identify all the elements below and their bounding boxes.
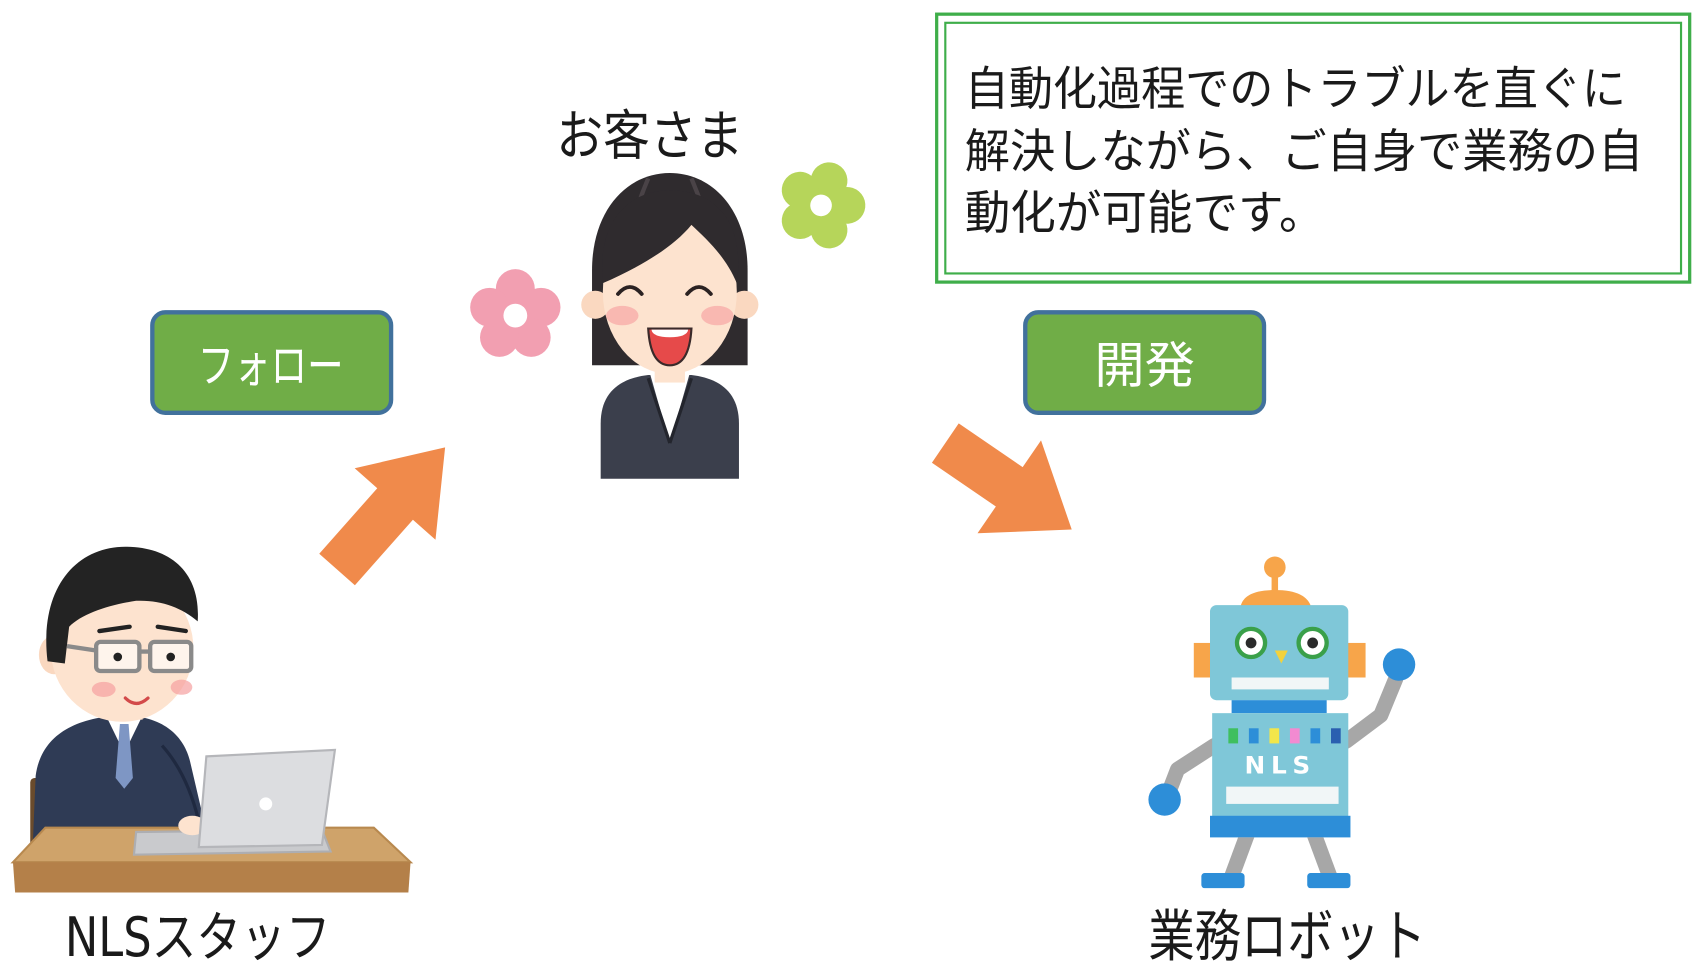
robot-chest-panel bbox=[1226, 786, 1339, 804]
follow-box-label: フォロー bbox=[198, 340, 344, 395]
customer-cheek-right bbox=[701, 305, 734, 326]
robot-hand-right bbox=[1382, 648, 1416, 681]
follow-box: フォロー bbox=[150, 310, 394, 415]
pink-flower-icon bbox=[470, 269, 561, 357]
customer-cheek-left bbox=[606, 305, 639, 326]
staff-eye-left bbox=[113, 652, 123, 662]
staff-hair bbox=[46, 546, 198, 664]
flower-petal bbox=[781, 171, 819, 209]
note-line-3: 動化が可能です。 bbox=[965, 186, 1325, 240]
flower-petal bbox=[511, 317, 551, 357]
robot-arm-right bbox=[1338, 671, 1404, 749]
robot-mouth bbox=[1231, 677, 1329, 690]
customer-eye-right bbox=[685, 285, 713, 296]
green-flower-icon bbox=[781, 162, 866, 249]
customer-lapel-left bbox=[646, 377, 672, 444]
customer-ear-left bbox=[581, 290, 610, 319]
flower-petal bbox=[521, 287, 561, 327]
robot-neck bbox=[1231, 700, 1327, 714]
robot-head-dome bbox=[1240, 589, 1312, 609]
robot-light bbox=[1269, 728, 1280, 744]
robot-light bbox=[1331, 728, 1341, 744]
robot-antenna-ball bbox=[1264, 556, 1286, 579]
customer-teeth bbox=[651, 329, 689, 338]
note-line-1: 自動化過程でのトラブルを直ぐに bbox=[965, 62, 1626, 116]
staff-glasses-temple bbox=[66, 644, 97, 653]
staff-illustration bbox=[10, 546, 414, 893]
staff-tie bbox=[115, 723, 133, 789]
robot-ear-left bbox=[1193, 642, 1213, 678]
staff-eye-right bbox=[166, 652, 176, 662]
develop-box-shape bbox=[1023, 310, 1267, 415]
customer-illustration bbox=[581, 172, 759, 479]
staff-cheek-left bbox=[91, 681, 116, 697]
flower-center bbox=[810, 194, 832, 217]
robot-leg-right bbox=[1307, 837, 1338, 876]
robot-foot-right bbox=[1307, 873, 1351, 889]
robot-pupil-right bbox=[1307, 637, 1319, 649]
robot-foot-left bbox=[1201, 873, 1245, 889]
note-box-inner-border bbox=[944, 21, 1683, 275]
develop-box: 開発 bbox=[1023, 310, 1267, 415]
staff-label: NLSスタッフ bbox=[65, 906, 331, 965]
customer-bangs bbox=[602, 190, 739, 284]
customer-ear-right bbox=[730, 290, 759, 319]
robot-ear-right bbox=[1346, 642, 1366, 678]
robot-light bbox=[1289, 728, 1300, 744]
desk-front bbox=[12, 862, 411, 893]
flower-petal bbox=[470, 287, 510, 327]
customer-shirt bbox=[650, 375, 690, 444]
note-box: 自動化過程でのトラブルを直ぐに 解決しながら、ご自身で業務の自 動化が可能です。 bbox=[935, 12, 1692, 284]
robot-nose bbox=[1274, 650, 1288, 664]
robot-chest-text: NLS bbox=[1245, 752, 1316, 780]
staff-cheek-right bbox=[170, 679, 193, 695]
robot-label: 業務ロボット bbox=[1148, 905, 1426, 965]
staff-eyebrow-right bbox=[155, 624, 188, 634]
staff-suit bbox=[32, 715, 206, 854]
customer-eye-left bbox=[616, 285, 644, 296]
robot-belt bbox=[1210, 815, 1351, 838]
robot-light bbox=[1310, 728, 1321, 744]
customer-mouth bbox=[647, 327, 693, 367]
note-box-outer-border bbox=[935, 12, 1692, 284]
customer-lapel-right bbox=[668, 377, 693, 444]
robot-antenna-stem bbox=[1271, 572, 1279, 595]
flower-center bbox=[503, 303, 528, 328]
staff-eyebrow-left bbox=[97, 624, 132, 634]
staff-sleeve-line bbox=[160, 744, 201, 822]
staff-mouth bbox=[123, 696, 150, 706]
robot-light bbox=[1228, 728, 1239, 744]
flower-petal bbox=[781, 202, 819, 239]
laptop-logo-icon bbox=[259, 797, 273, 811]
robot-illustration: NLS bbox=[1148, 556, 1416, 889]
flower-petal bbox=[480, 317, 519, 357]
arrow-up-right-icon bbox=[319, 447, 446, 586]
robot-pupil-left bbox=[1245, 637, 1257, 649]
flower-petal bbox=[810, 211, 848, 249]
arrow-down-right-icon bbox=[931, 423, 1072, 534]
robot-leg-left bbox=[1224, 837, 1255, 876]
customer-label: お客さま bbox=[556, 105, 743, 168]
robot-hand-left bbox=[1148, 783, 1181, 816]
robot-light bbox=[1248, 728, 1259, 744]
note-line-2: 解決しながら、ご自身で業務の自 bbox=[965, 125, 1643, 179]
follow-box-shape bbox=[150, 310, 394, 415]
develop-box-label: 開発 bbox=[1094, 337, 1194, 395]
